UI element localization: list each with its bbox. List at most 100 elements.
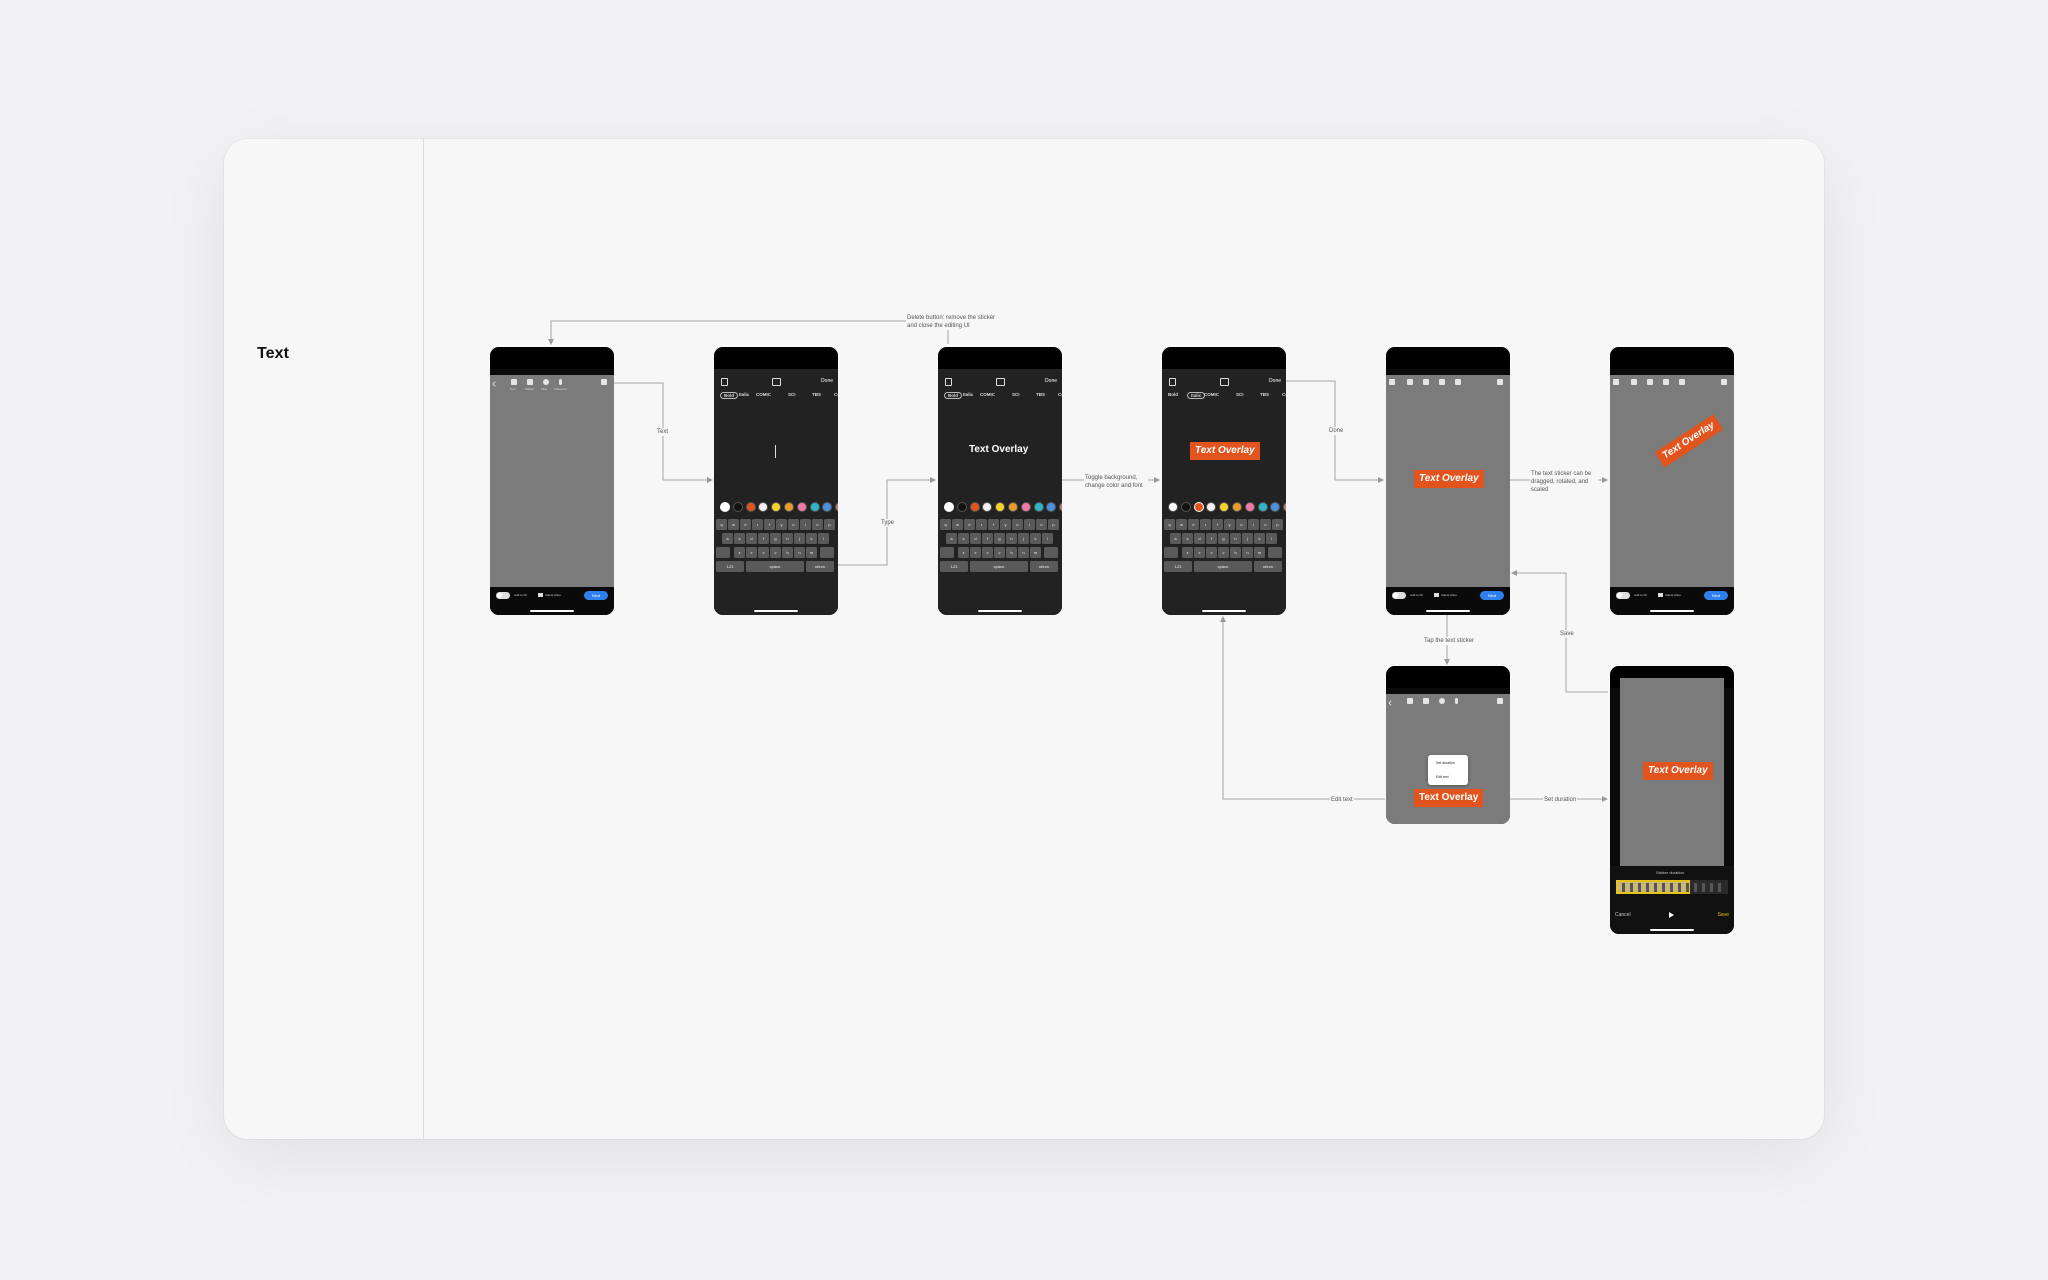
- font-option[interactable]: SCI: [788, 392, 796, 397]
- color-swatch[interactable]: [969, 502, 980, 512]
- next-button[interactable]: Next: [584, 591, 608, 600]
- font-option[interactable]: TBS: [812, 392, 821, 397]
- text-sticker[interactable]: Text Overlay: [1414, 470, 1484, 488]
- color-swatch[interactable]: [784, 502, 794, 512]
- color-swatch[interactable]: [1232, 502, 1242, 512]
- key-r[interactable]: r: [1200, 519, 1211, 530]
- download-icon[interactable]: [1497, 698, 1503, 704]
- background-toggle-icon[interactable]: [996, 378, 1005, 386]
- key-y[interactable]: y: [1000, 519, 1011, 530]
- key-l[interactable]: l: [1042, 533, 1053, 544]
- back-icon[interactable]: [1389, 379, 1395, 385]
- mic-icon[interactable]: [1679, 379, 1685, 385]
- color-swatch[interactable]: [1244, 502, 1255, 512]
- color-swatch[interactable]: [1219, 502, 1230, 512]
- key-e[interactable]: e: [740, 519, 751, 530]
- key-j[interactable]: j: [1018, 533, 1029, 544]
- key-v[interactable]: v: [1218, 547, 1229, 558]
- color-swatch[interactable]: [982, 502, 993, 512]
- key-i[interactable]: i: [1024, 519, 1035, 530]
- key-d[interactable]: d: [1194, 533, 1205, 544]
- key-h[interactable]: h: [1230, 533, 1241, 544]
- space-key[interactable]: space: [746, 561, 804, 572]
- color-swatch[interactable]: [745, 502, 756, 512]
- return-key[interactable]: return: [806, 561, 834, 572]
- key-b[interactable]: b: [1230, 547, 1241, 558]
- return-key[interactable]: return: [1254, 561, 1282, 572]
- toggle-switch[interactable]: [1392, 592, 1406, 599]
- color-swatch[interactable]: [1257, 502, 1268, 512]
- key-x[interactable]: x: [1194, 547, 1205, 558]
- numbers-key[interactable]: 123: [940, 561, 968, 572]
- text-sticker[interactable]: Text Overlay: [1414, 789, 1484, 807]
- key-k[interactable]: k: [1254, 533, 1265, 544]
- color-swatch[interactable]: [944, 502, 954, 512]
- text-tool-icon[interactable]: [1407, 698, 1413, 704]
- key-j[interactable]: j: [1242, 533, 1253, 544]
- key-w[interactable]: w: [952, 519, 963, 530]
- key-a[interactable]: a: [722, 533, 733, 544]
- color-swatch[interactable]: [995, 502, 1006, 512]
- color-swatch[interactable]: [1168, 502, 1178, 512]
- download-icon[interactable]: [601, 379, 607, 385]
- font-option[interactable]: Bold: [1168, 392, 1178, 397]
- backspace-key[interactable]: [1044, 547, 1058, 558]
- text-sticker[interactable]: Text Overlay: [1643, 762, 1713, 780]
- key-a[interactable]: a: [946, 533, 957, 544]
- save-button[interactable]: Save: [1717, 912, 1729, 918]
- key-o[interactable]: o: [1036, 519, 1047, 530]
- color-swatch[interactable]: [809, 502, 820, 512]
- key-p[interactable]: p: [824, 519, 835, 530]
- key-i[interactable]: i: [1248, 519, 1259, 530]
- key-b[interactable]: b: [1006, 547, 1017, 558]
- next-button[interactable]: Next: [1480, 591, 1504, 600]
- key-f[interactable]: f: [758, 533, 769, 544]
- key-t[interactable]: t: [764, 519, 775, 530]
- key-g[interactable]: g: [1218, 533, 1229, 544]
- key-e[interactable]: e: [1188, 519, 1199, 530]
- filter-tool-icon[interactable]: [1439, 379, 1445, 385]
- trash-icon[interactable]: [945, 378, 952, 386]
- color-swatch[interactable]: [1033, 502, 1044, 512]
- backspace-key[interactable]: [1268, 547, 1282, 558]
- text-tool-icon[interactable]: [1631, 379, 1637, 385]
- key-s[interactable]: s: [958, 533, 969, 544]
- key-t[interactable]: t: [988, 519, 999, 530]
- back-icon[interactable]: [1613, 379, 1619, 385]
- color-swatch[interactable]: [1059, 502, 1062, 512]
- key-f[interactable]: f: [1206, 533, 1217, 544]
- key-e[interactable]: e: [964, 519, 975, 530]
- key-v[interactable]: v: [770, 547, 781, 558]
- filter-tool-icon[interactable]: [1439, 698, 1445, 704]
- color-swatch[interactable]: [1193, 502, 1204, 512]
- key-m[interactable]: m: [806, 547, 817, 558]
- done-button[interactable]: Done: [1269, 378, 1281, 384]
- overlay-text-input[interactable]: Text Overlay: [969, 444, 1029, 455]
- key-x[interactable]: x: [970, 547, 981, 558]
- key-l[interactable]: l: [1266, 533, 1277, 544]
- font-option[interactable]: SCI: [1012, 392, 1020, 397]
- key-c[interactable]: c: [1206, 547, 1217, 558]
- font-option[interactable]: COMIC: [980, 392, 995, 397]
- key-z[interactable]: z: [958, 547, 969, 558]
- font-option[interactable]: TBS: [1260, 392, 1269, 397]
- key-t[interactable]: t: [1212, 519, 1223, 530]
- key-p[interactable]: p: [1048, 519, 1059, 530]
- color-swatch[interactable]: [1283, 502, 1286, 512]
- color-swatch[interactable]: [758, 502, 769, 512]
- key-w[interactable]: w: [728, 519, 739, 530]
- font-option[interactable]: Italic: [1187, 392, 1206, 399]
- key-z[interactable]: z: [734, 547, 745, 558]
- color-swatch[interactable]: [1270, 502, 1281, 512]
- color-swatch[interactable]: [1046, 502, 1057, 512]
- key-u[interactable]: u: [788, 519, 799, 530]
- key-c[interactable]: c: [982, 547, 993, 558]
- key-y[interactable]: y: [776, 519, 787, 530]
- adjust-clips-button[interactable]: Adjust Clips: [1434, 593, 1457, 597]
- font-option[interactable]: Italic: [739, 392, 750, 397]
- key-q[interactable]: q: [716, 519, 727, 530]
- space-key[interactable]: space: [970, 561, 1028, 572]
- color-swatch[interactable]: [1008, 502, 1018, 512]
- font-option[interactable]: COMIC: [756, 392, 771, 397]
- color-swatch[interactable]: [1180, 502, 1191, 512]
